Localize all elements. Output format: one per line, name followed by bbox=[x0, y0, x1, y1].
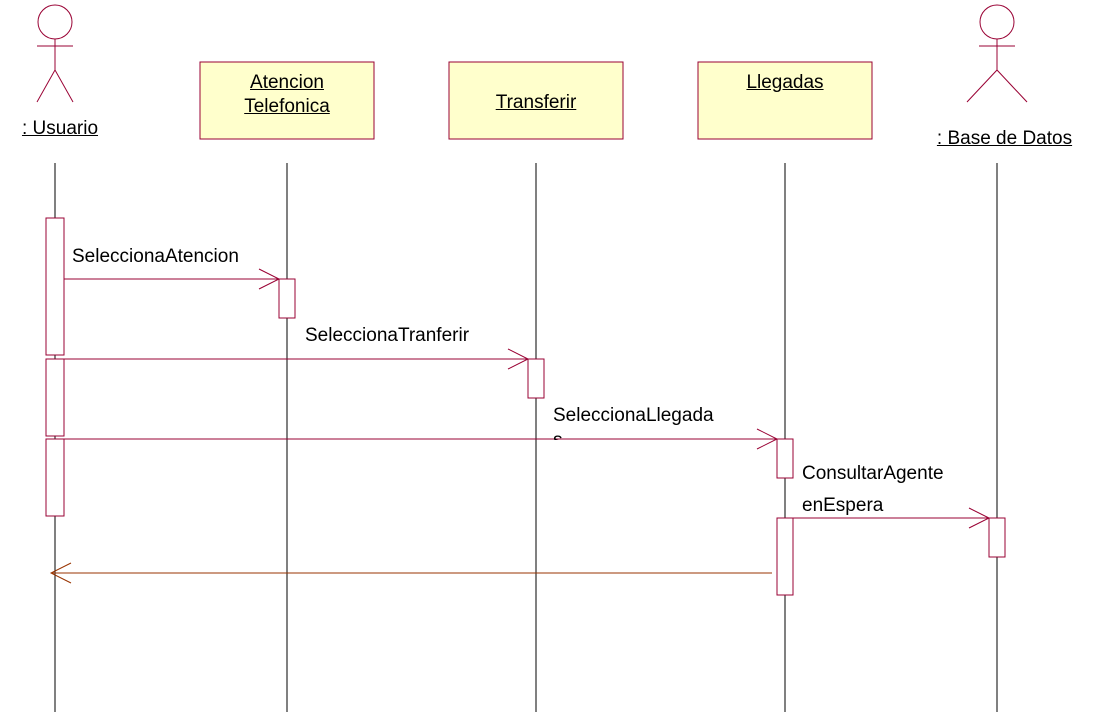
object-box-atencion bbox=[199, 61, 375, 140]
object-box-transferir bbox=[448, 61, 624, 140]
participant-label-usuario: : Usuario bbox=[21, 118, 99, 139]
participant-label-atencion-line1: Atencion bbox=[250, 72, 324, 93]
participant-label-llegadas: Llegadas bbox=[746, 72, 824, 93]
message-label-4a: ConsultarAgente bbox=[802, 463, 944, 484]
activation-transferir bbox=[527, 358, 545, 399]
message-arrow-3 bbox=[64, 428, 779, 450]
message-arrow-2 bbox=[64, 348, 530, 370]
participant-label-atencion-line2: Telefonica bbox=[244, 96, 330, 117]
activation-basedatos bbox=[988, 517, 1006, 558]
activation-usuario-2 bbox=[45, 358, 65, 437]
activation-usuario-3 bbox=[45, 438, 65, 517]
activation-usuario-1 bbox=[45, 217, 65, 356]
participant-label-basedatos: : Base de Datos bbox=[936, 128, 1073, 149]
actor-usuario-icon bbox=[36, 4, 74, 103]
activation-llegadas-2 bbox=[776, 517, 794, 596]
message-label-3a: SeleccionaLlegada bbox=[553, 405, 714, 426]
object-box-llegadas bbox=[697, 61, 873, 140]
message-arrow-4 bbox=[793, 507, 991, 529]
return-arrow bbox=[49, 562, 772, 584]
participant-label-atencion: Atencion Telefonica bbox=[200, 71, 374, 119]
message-arrow-1 bbox=[64, 268, 281, 290]
activation-llegadas-1 bbox=[776, 438, 794, 479]
message-label-3b: s bbox=[553, 430, 563, 451]
participant-label-transferir: Transferir bbox=[495, 92, 577, 113]
activation-atencion bbox=[278, 278, 296, 319]
message-label-4b: enEspera bbox=[802, 495, 884, 516]
message-label-1: SeleccionaAtencion bbox=[72, 246, 239, 267]
actor-basedatos-icon bbox=[966, 4, 1028, 103]
message-label-2: SeleccionaTranferir bbox=[305, 325, 470, 346]
